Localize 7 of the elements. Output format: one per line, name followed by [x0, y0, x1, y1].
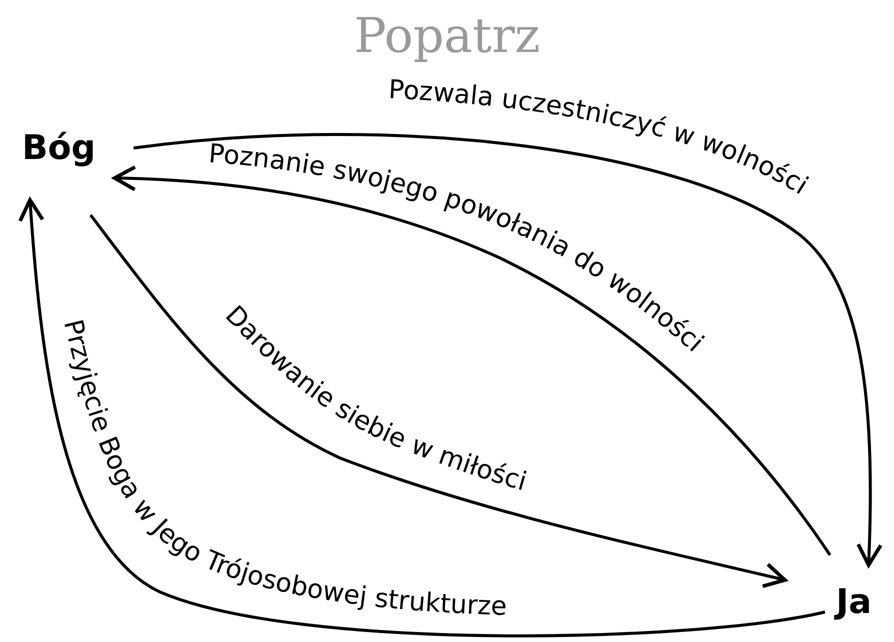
arrow — [18, 198, 826, 638]
arrow — [112, 166, 832, 556]
node-label: Ja — [836, 582, 872, 622]
node-label: Bóg — [22, 128, 96, 168]
arrow — [89, 214, 787, 588]
arrow — [133, 133, 882, 567]
title: Popatrz — [352, 8, 542, 64]
